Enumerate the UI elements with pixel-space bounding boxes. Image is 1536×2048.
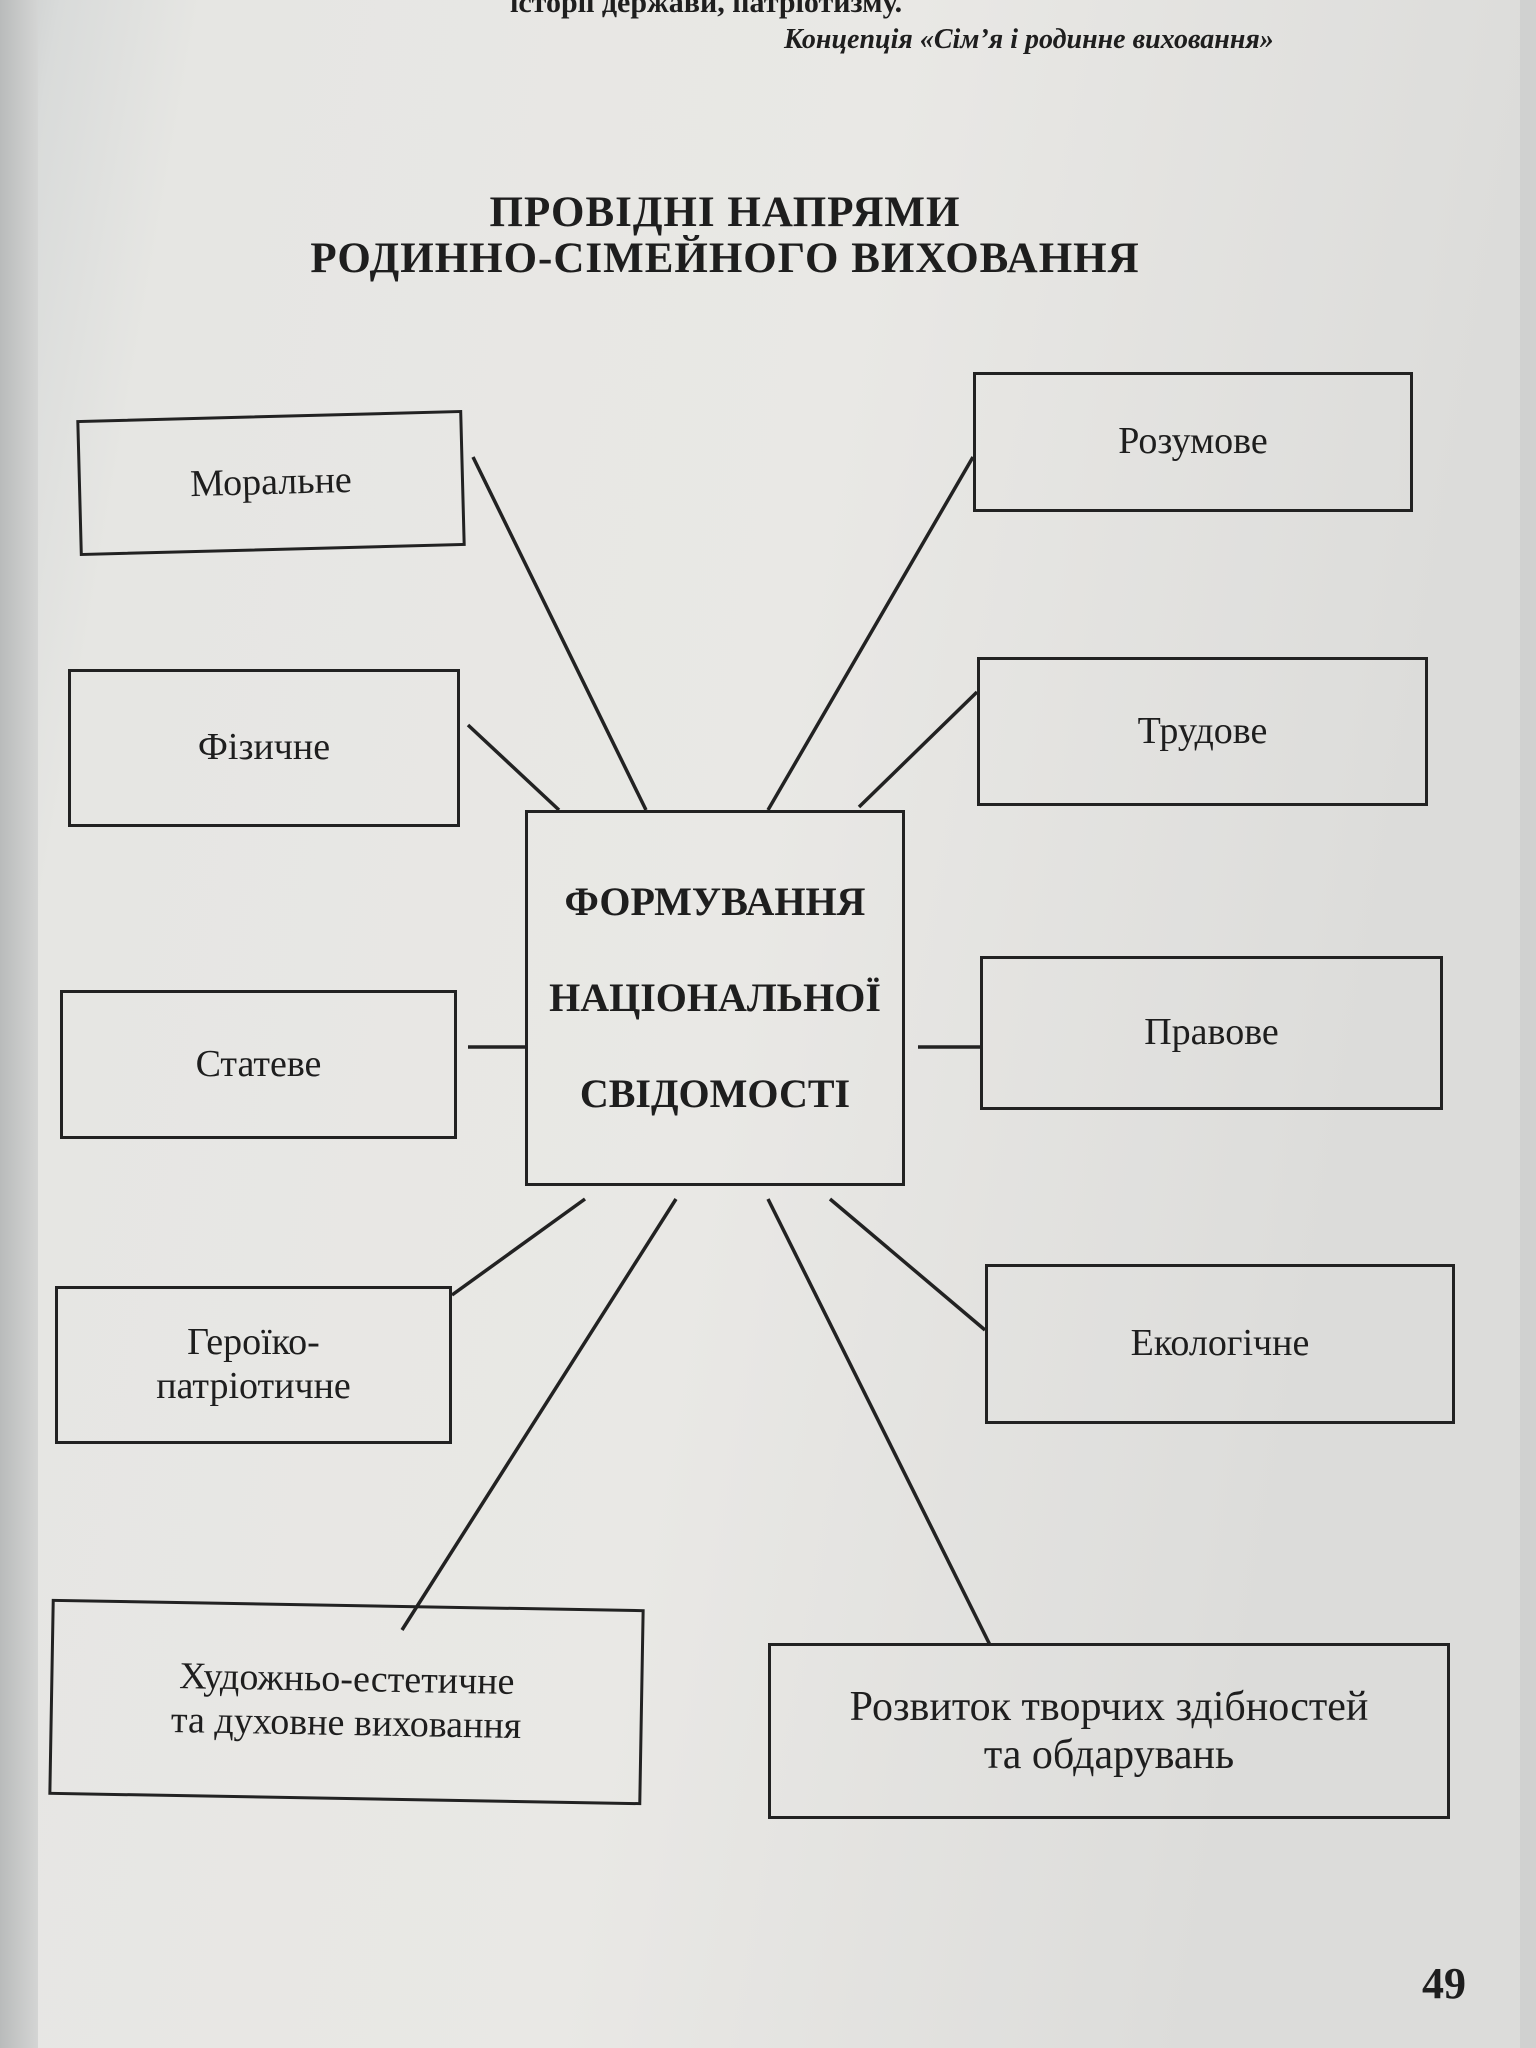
quote-source: Концепція «Сім’я і родинне виховання» [784,24,1274,55]
connector-art [400,1198,678,1631]
connector-mental [766,456,975,811]
node-legal: Правове [980,956,1443,1110]
node-moral: Моральне [76,409,466,557]
node-label: Розвиток творчих здібностей [849,1683,1369,1730]
center-line3: СВІДОМОСТІ [579,1071,851,1116]
node-sexual: Статеве [60,990,457,1139]
connector-ecological [828,1197,987,1332]
node-label: Моральне [189,459,353,506]
connector-moral [471,456,648,811]
node-label: Фізичне [197,726,331,769]
node-label: Трудове [1137,709,1268,752]
node-creative: Розвиток творчих здібностей та обдаруван… [768,1643,1450,1819]
node-label: Правове [1144,1011,1279,1054]
node-label: Розумове [1118,420,1268,463]
page-left-edge [0,0,38,2048]
node-label: та обдарувань [983,1732,1235,1778]
node-label: та духовне виховання [170,1698,522,1748]
page-right-edge [1520,0,1536,2048]
center-line2: НАЦІОНАЛЬНОЇ [549,975,881,1020]
connector-heroic [450,1197,587,1297]
node-label: Екологічне [1130,1322,1310,1365]
top-text-line: історії держави, патріотизму. [510,0,903,19]
connector-creative [766,1198,992,1646]
node-art: Художньо-естетичне та духовне виховання [48,1598,645,1806]
connector-physical [466,723,561,812]
center-line1: ФОРМУВАННЯ [564,879,866,924]
node-label: Героїко- [187,1321,320,1364]
node-center: ФОРМУВАННЯ НАЦІОНАЛЬНОЇ СВІДОМОСТІ [525,810,905,1186]
page-number: 49 [1422,1959,1466,2008]
node-ecological: Екологічне [985,1264,1455,1424]
connector-labor [857,690,979,809]
node-label: Художньо-естетичне [179,1655,515,1704]
node-label: Статеве [195,1042,322,1085]
node-mental: Розумове [973,372,1413,512]
diagram-title-line1: ПРОВІДНІ НАПРЯМИ [489,189,961,236]
diagram-title-line2: РОДИННО-СІМЕЙНОГО ВИХОВАННЯ [310,235,1140,282]
node-label: патріотичне [156,1365,351,1407]
node-labor: Трудове [977,657,1428,806]
node-physical: Фізичне [68,669,460,827]
node-heroic: Героїко- патріотичне [55,1286,452,1444]
